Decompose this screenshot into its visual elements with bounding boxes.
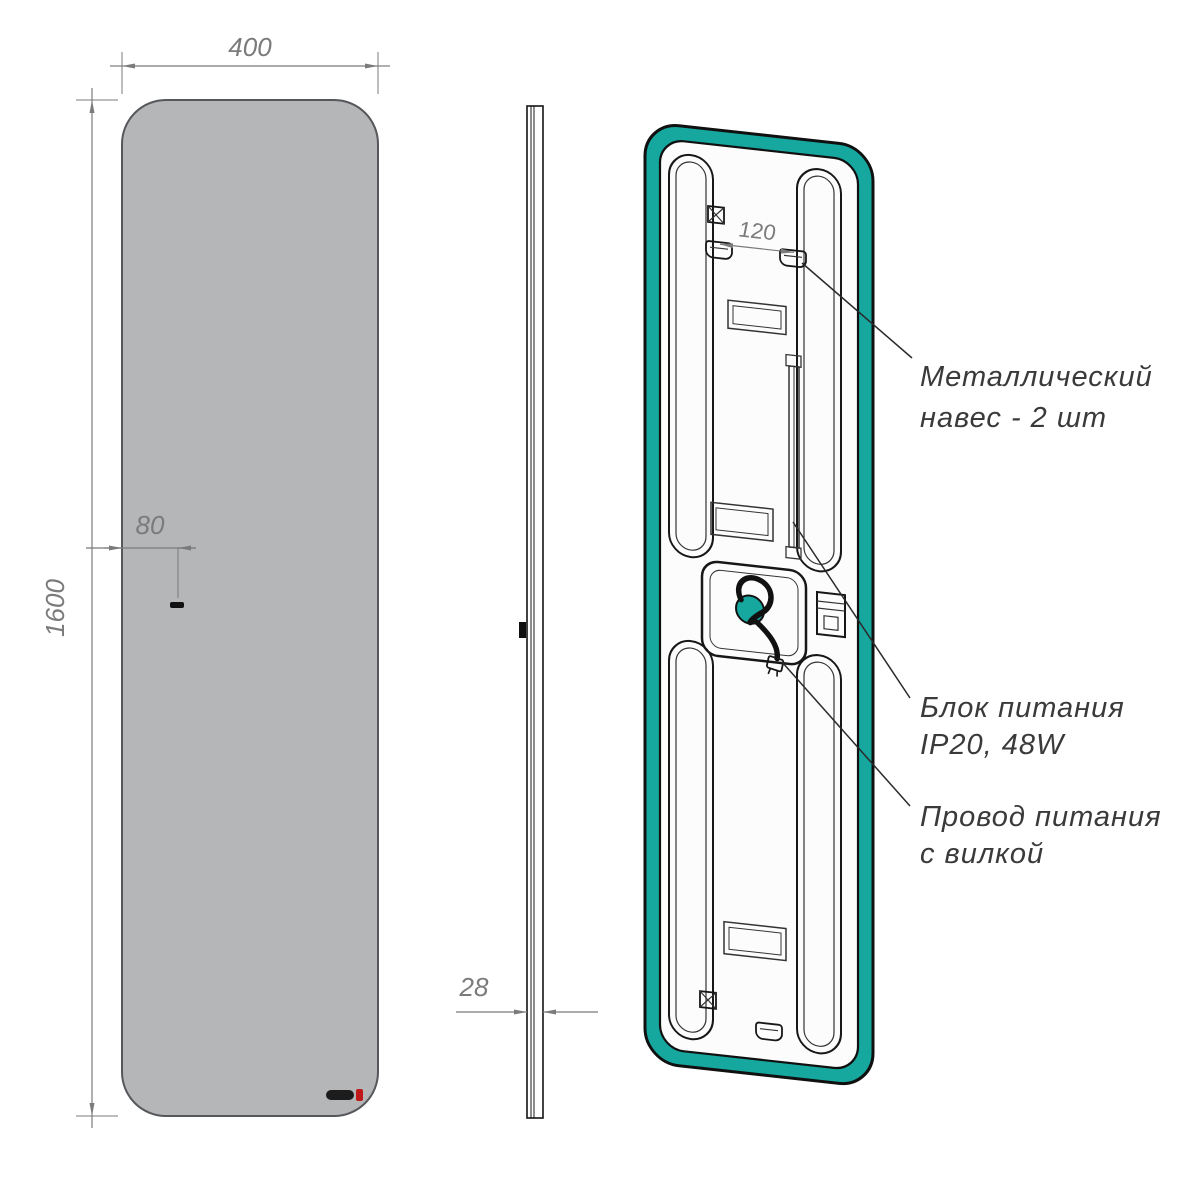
side-profile <box>526 105 544 1119</box>
mirror-face <box>121 99 379 1117</box>
callout-power-line1: Блок питания <box>920 692 1125 724</box>
side-view: 28 <box>456 105 598 1119</box>
leader-power-supply <box>792 521 911 699</box>
dim-sensor-offset-label: 80 <box>136 510 165 540</box>
recess-bottom <box>723 920 787 962</box>
screw-icon-bottom <box>699 990 717 1010</box>
back-view: 120 <box>643 124 875 1086</box>
wire-channel-bottom-right <box>796 654 842 1055</box>
front-view: 400 1600 80 <box>40 32 390 1128</box>
callout-power-line2: IP20, 48W <box>920 729 1066 761</box>
wire-channel-bottom-left <box>668 639 714 1041</box>
led-strip <box>785 353 802 560</box>
dim-height: 1600 <box>40 88 118 1128</box>
wire-channel-top-right <box>796 168 842 573</box>
hanger-bracket-bottom <box>755 1021 783 1042</box>
callout-hanger-line1: Металлический <box>920 361 1153 393</box>
power-cable <box>736 575 774 626</box>
driver-box <box>700 560 808 677</box>
wire-channel-top-left <box>668 153 714 559</box>
dim-width-label: 400 <box>228 32 272 62</box>
dim-hanger-spacing-label: 120 <box>739 216 776 245</box>
leader-hanger <box>801 262 913 359</box>
callout-hanger: Металлический навес - 2 шт <box>801 262 1153 434</box>
dim-height-label: 1600 <box>40 579 70 637</box>
callout-cord-line1: Провод питания <box>920 801 1162 833</box>
brand-logo <box>326 1089 363 1101</box>
touch-sensor-mark <box>170 602 184 608</box>
dim-depth: 28 <box>456 972 598 1015</box>
power-plug <box>765 655 785 677</box>
leader-power-cord <box>781 661 911 807</box>
dim-depth-label: 28 <box>459 972 489 1002</box>
dim-width: 400 <box>110 32 390 94</box>
screw-icon-top <box>707 204 725 225</box>
callout-power-cord: Провод питания с вилкой <box>781 661 1162 870</box>
recess-top <box>727 299 787 336</box>
power-supply-unit <box>816 590 846 639</box>
dim-sensor-offset: 80 <box>86 510 196 598</box>
dim-hanger-spacing: 120 <box>720 216 794 254</box>
callout-cord-line2: с вилкой <box>920 838 1044 870</box>
callout-hanger-line2: навес - 2 шт <box>920 402 1107 434</box>
power-cable-exit <box>754 619 780 662</box>
recess-middle <box>710 501 774 542</box>
callout-power-supply: Блок питания IP20, 48W <box>792 521 1125 761</box>
side-sensor-mark <box>519 622 526 638</box>
